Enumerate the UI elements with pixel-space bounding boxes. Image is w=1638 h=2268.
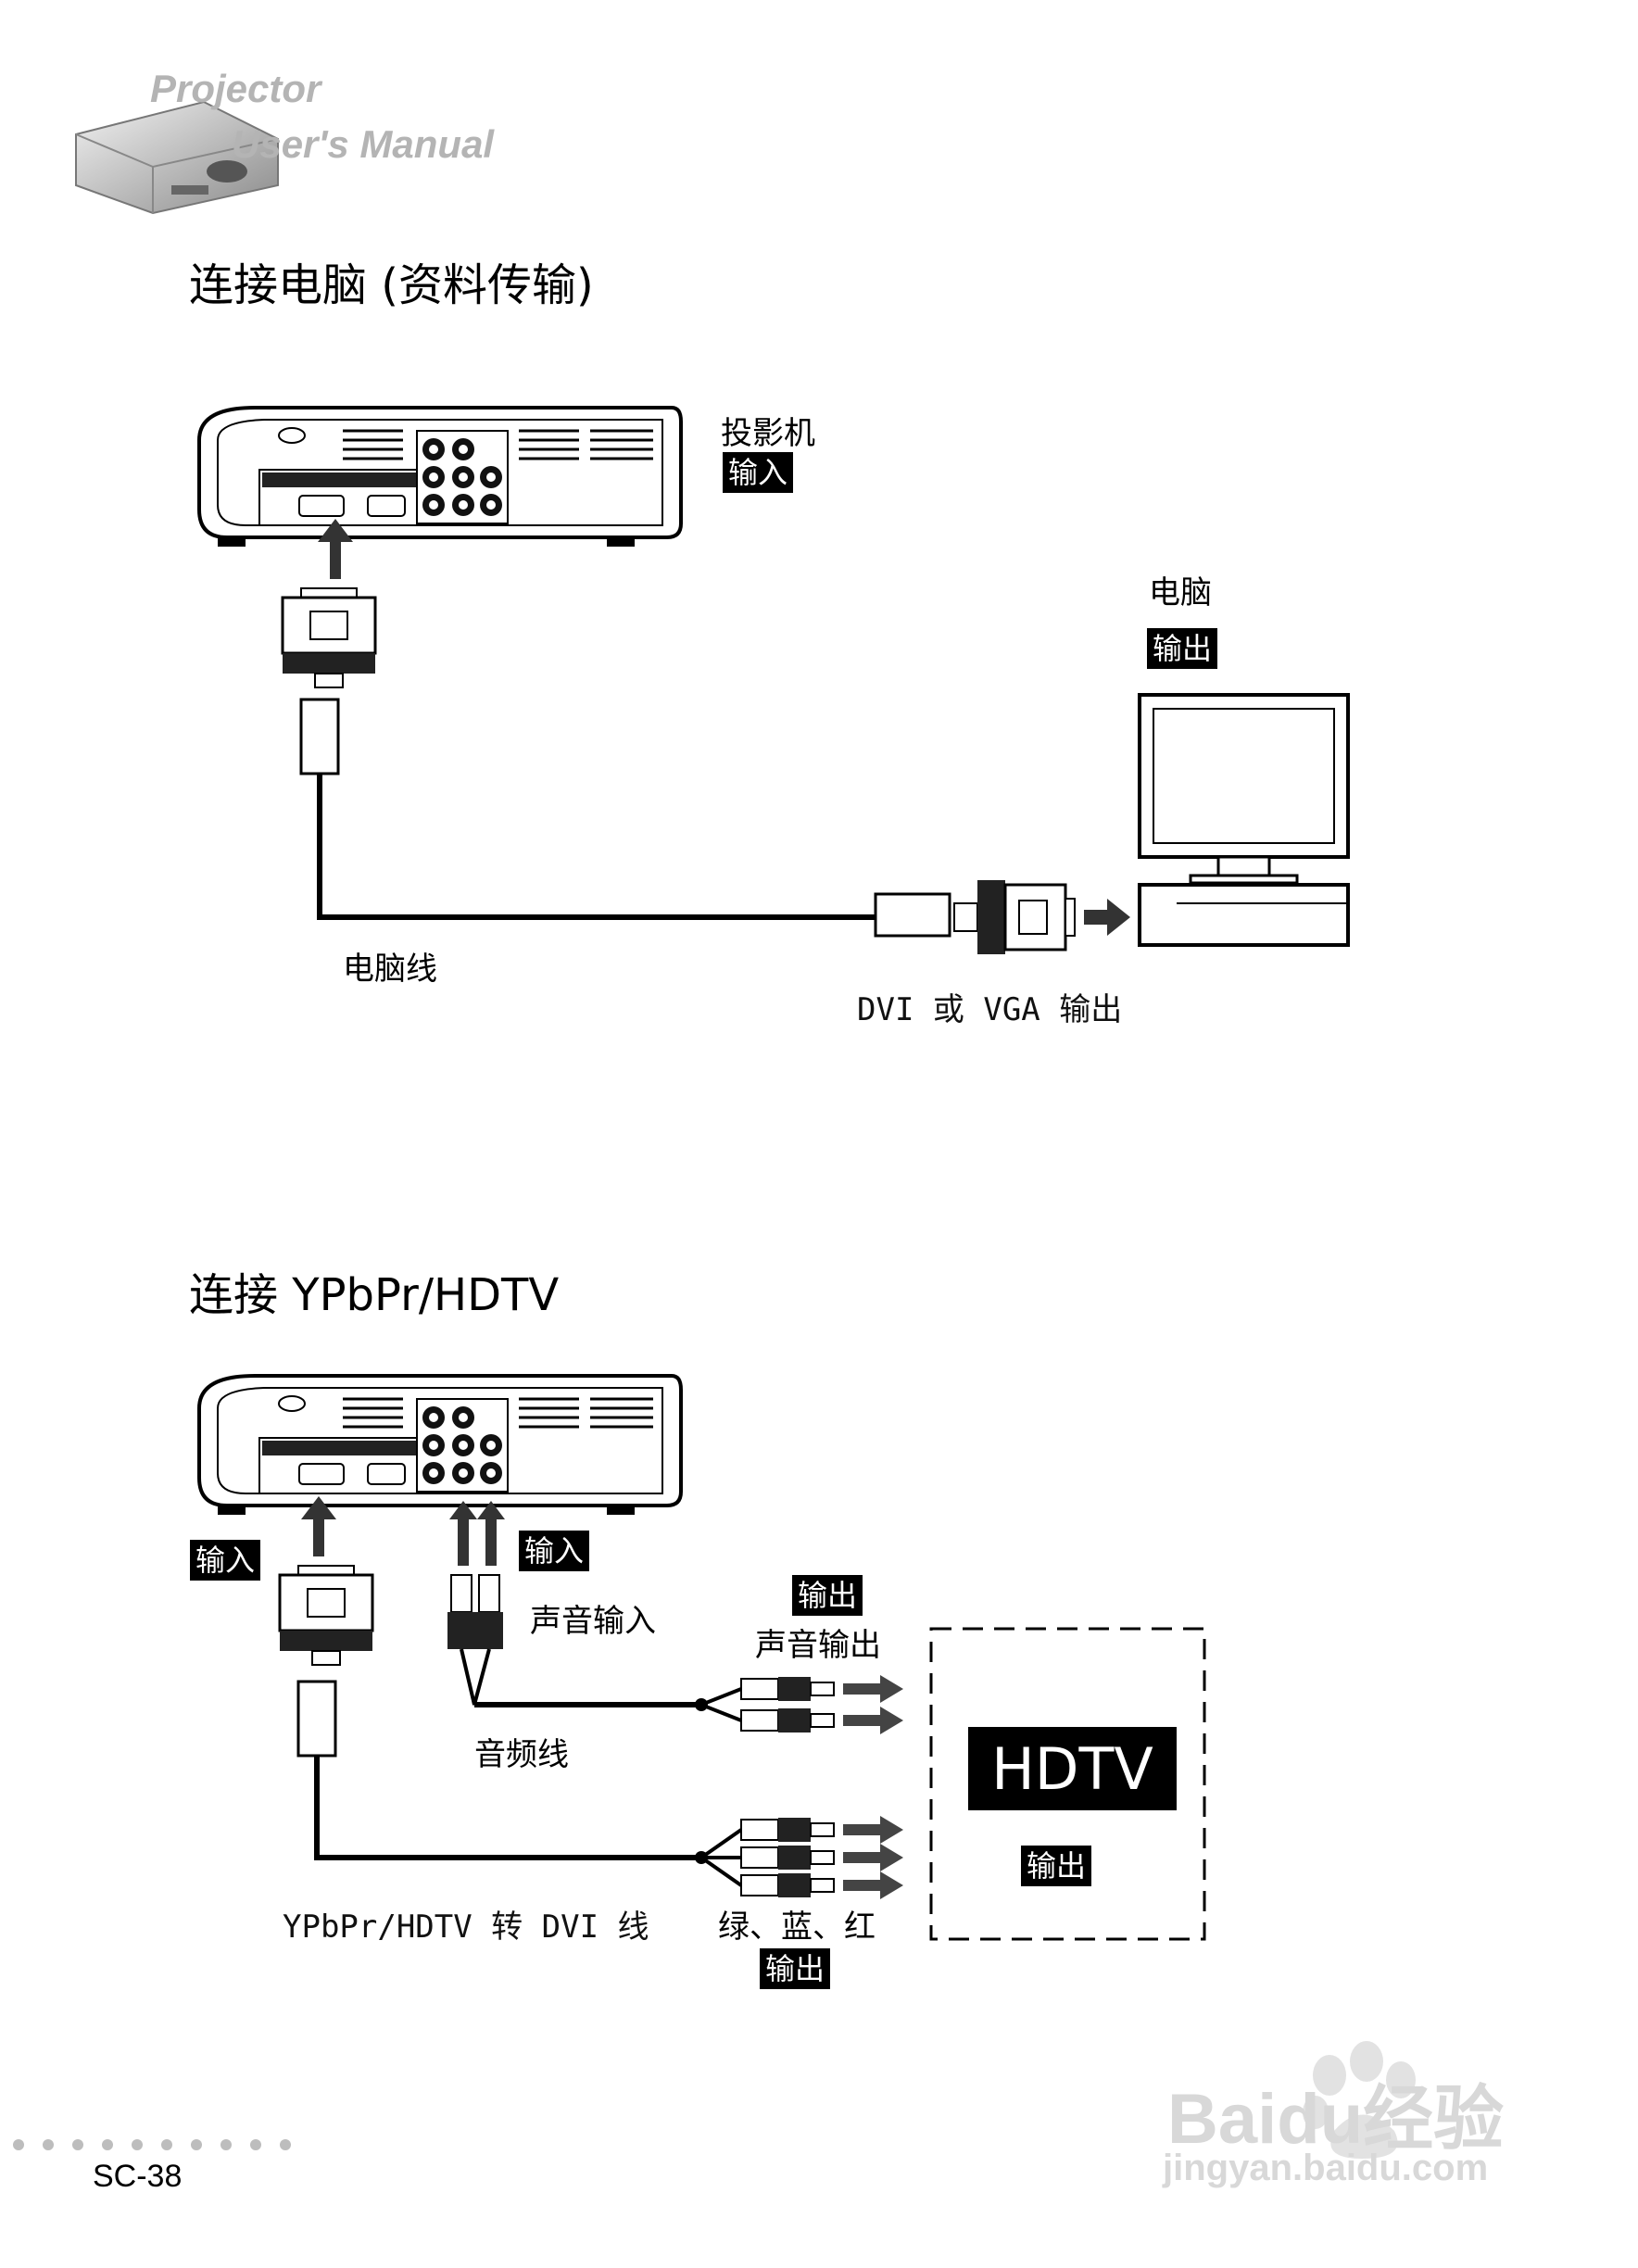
header-title-projector: Projector [150,67,321,110]
projector-icon [197,406,683,547]
computer-label: 电脑 [1149,574,1212,611]
audio-rca-plug-icon [447,1574,503,1706]
audio-input-label: 声音输入 [530,1603,656,1640]
component-colors-label: 绿、蓝、红 [718,1909,876,1946]
ferrite-core-icon-3 [296,1680,337,1758]
section2-title: 连接 YPbPr/HDTV [189,1269,560,1321]
page-number: SC-38 [93,2159,183,2194]
audio-output-plugs-icon [740,1677,835,1732]
hdtv-dashed-frame [929,1627,1206,1941]
hdtv-device-box: HDTV [968,1727,1177,1810]
up-arrow-icon-audio-left [449,1501,477,1566]
right-arrow-icon-green [843,1816,903,1844]
projector-thumbnail-icon [75,100,279,215]
footer-dots-decoration [13,2139,291,2150]
projector-icon-2 [197,1374,683,1515]
computer-cable-line [317,774,876,920]
computer-cable-label: 电脑线 [343,951,437,988]
up-arrow-icon-dvi [301,1496,336,1556]
projector-label: 投影机 [721,415,815,452]
computer-icon [1138,693,1350,947]
dvi-vga-output-label: DVI 或 VGA 输出 [857,991,1123,1028]
diagram-computer-connection [197,406,1350,954]
vga-connector-icon [953,880,1076,954]
up-arrow-icon-audio-right [477,1501,505,1566]
right-arrow-icon-blue [843,1844,903,1871]
right-arrow-icon [1084,899,1130,936]
watermark-url: jingyan.baidu.com [1163,2148,1489,2188]
baidu-paw-icon [1303,2041,1416,2159]
section1-title: 连接电脑 (资料传输) [189,259,594,311]
component-output-tag: 输出 [760,1948,831,1989]
computer-output-tag: 输出 [1147,628,1218,669]
watermark-brand: Baidu经验 [1167,2080,1505,2159]
dvi-input-tag: 输入 [190,1540,261,1581]
audio-output-tag: 输出 [792,1575,863,1616]
audio-input-tag: 输入 [519,1531,590,1571]
projector-input-tag: 输入 [723,452,794,493]
right-arrow-icon-red [843,1871,903,1899]
hdtv-output-tag: 输出 [1021,1846,1092,1886]
ferrite-core-icon-2 [874,892,951,938]
right-arrow-icon-audio-2 [843,1707,903,1734]
up-arrow-icon [318,519,353,579]
right-arrow-icon-audio-1 [843,1675,903,1703]
dvi-connector-icon-2 [278,1565,374,1666]
audio-output-label: 声音输出 [755,1627,881,1664]
component-output-plugs-icon [740,1818,835,1897]
header-title-manual: User's Manual [232,122,495,166]
dvi-connector-icon [281,587,377,688]
audio-cable-label: 音频线 [474,1736,569,1773]
ypbpr-cable-label: YPbPr/HDTV 转 DVI 线 [283,1909,649,1946]
ypbpr-cable-line [314,1756,701,1860]
ferrite-core-icon [299,698,340,775]
